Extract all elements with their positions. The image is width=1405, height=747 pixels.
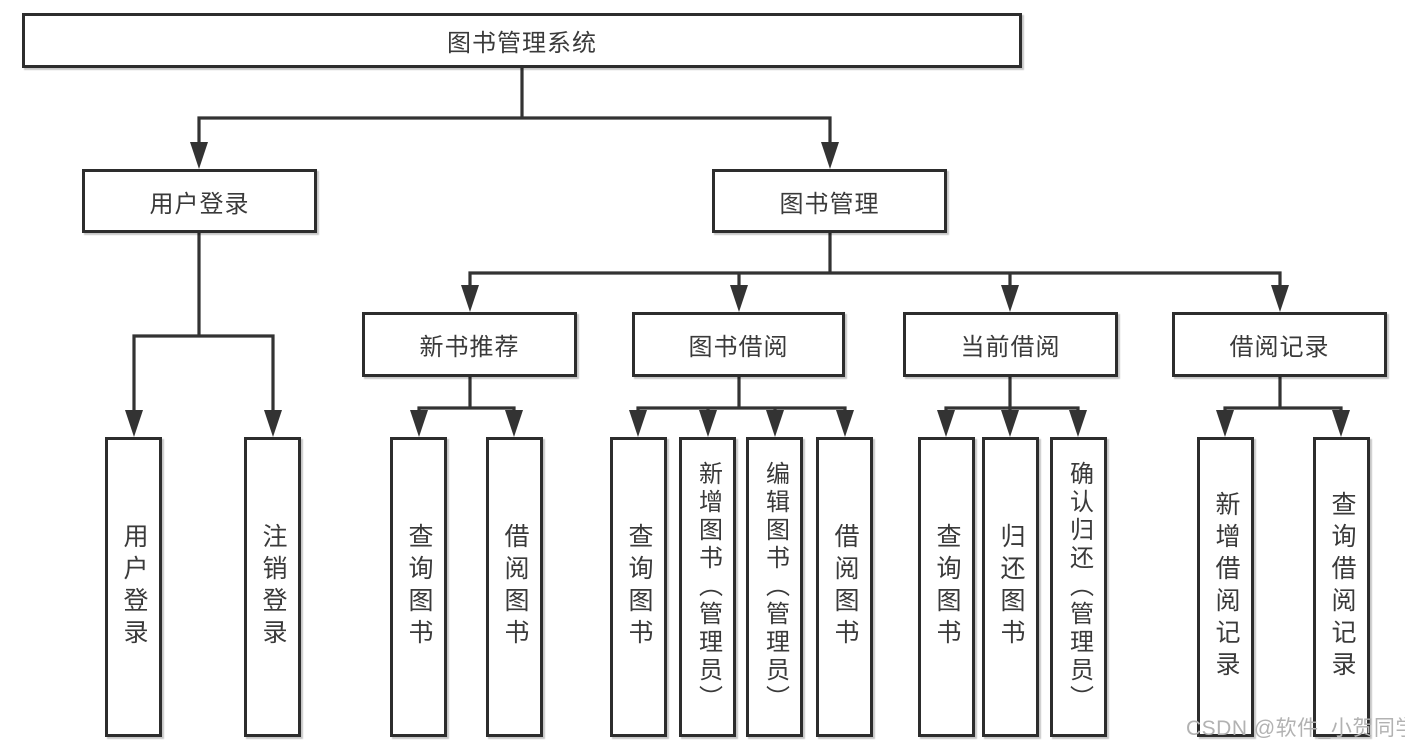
leaf-logout: 注销登录 bbox=[244, 437, 301, 737]
node-book-borrow: 图书借阅 bbox=[632, 312, 845, 377]
leaf-borrow-books-newbooks: 借阅图书 bbox=[486, 437, 543, 737]
leaf-edit-book-admin: 编辑图书（管理员） bbox=[746, 437, 803, 737]
csdn-watermark: CSDN @软件_小贺同学 bbox=[1186, 717, 1405, 740]
node-new-book-recommend: 新书推荐 bbox=[362, 312, 577, 377]
arrowheads bbox=[125, 142, 1350, 437]
leaf-query-books-newbooks: 查询图书 bbox=[390, 437, 447, 737]
leaf-query-books-borrow: 查询图书 bbox=[610, 437, 667, 737]
leaf-user-login: 用户登录 bbox=[105, 437, 162, 737]
node-borrow-records: 借阅记录 bbox=[1172, 312, 1387, 377]
leaf-confirm-return-admin: 确认归还（管理员） bbox=[1050, 437, 1107, 737]
node-user-login: 用户登录 bbox=[82, 169, 317, 233]
leaf-query-borrow-record: 查询借阅记录 bbox=[1313, 437, 1370, 737]
node-book-management: 图书管理 bbox=[712, 169, 947, 233]
node-root: 图书管理系统 bbox=[22, 13, 1022, 68]
leaf-add-borrow-record: 新增借阅记录 bbox=[1197, 437, 1254, 737]
node-current-borrow: 当前借阅 bbox=[903, 312, 1118, 377]
leaf-borrow-books-borrow: 借阅图书 bbox=[816, 437, 873, 737]
leaf-query-books-current: 查询图书 bbox=[918, 437, 975, 737]
leaf-return-book: 归还图书 bbox=[982, 437, 1039, 737]
leaf-add-book-admin: 新增图书（管理员） bbox=[679, 437, 736, 737]
